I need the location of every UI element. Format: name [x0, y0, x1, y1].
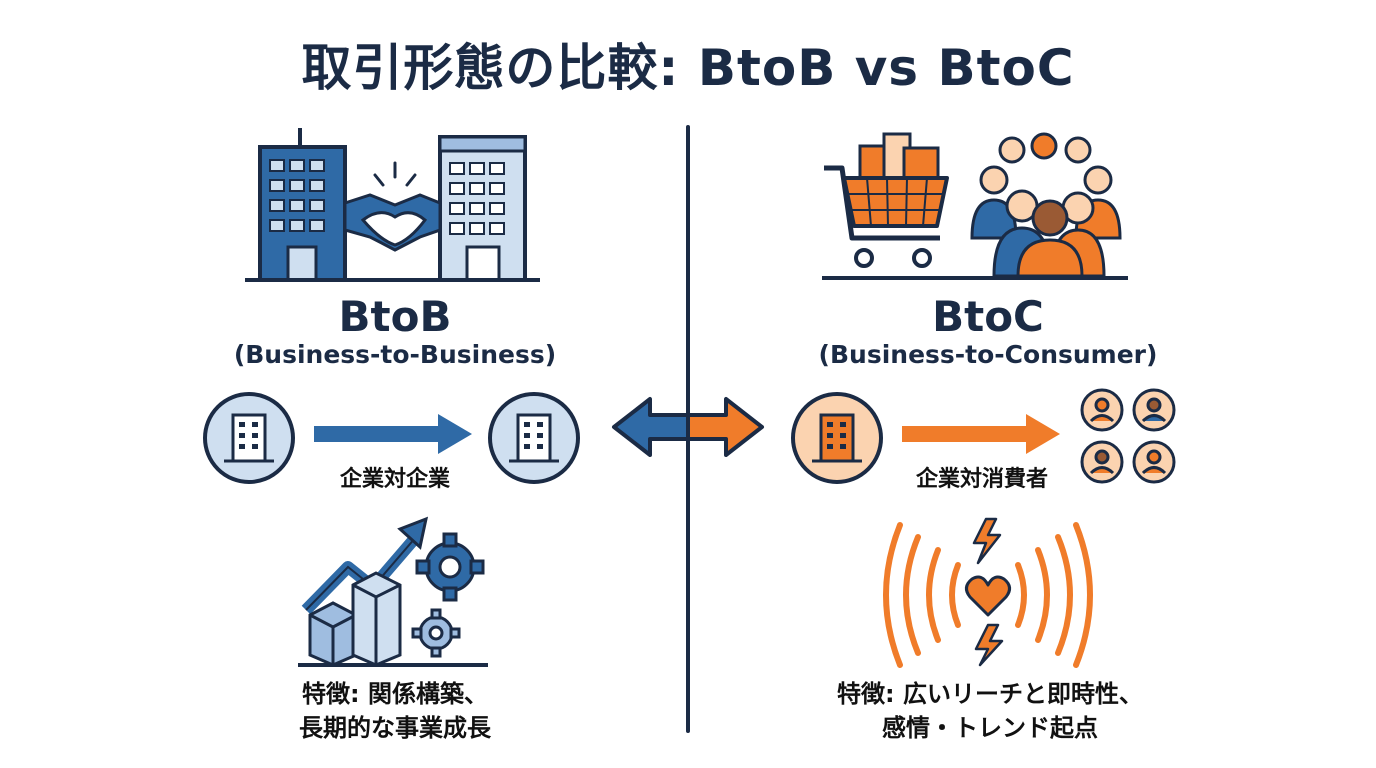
double-arrow-icon — [612, 397, 764, 457]
heart-signal-icon — [883, 517, 1093, 668]
company-circle-icon — [791, 392, 883, 484]
btoc-feature-line1: 特徴: 広いリーチと即時性、 — [837, 680, 1143, 708]
btob-feature-line2: 長期的な事業成長 — [299, 714, 491, 742]
company-circle-icon — [488, 392, 580, 484]
arrow-right-icon — [314, 414, 472, 454]
btob-heading: BtoB — [338, 292, 452, 341]
btoc-heading: BtoC — [932, 292, 1044, 341]
growth-chart-gears-icon — [298, 516, 488, 667]
arrow-right-icon — [902, 414, 1060, 454]
company-circle-icon — [203, 392, 295, 484]
shopping-cart-crowd-icon — [822, 132, 1128, 280]
buildings-handshake-icon — [245, 128, 540, 282]
btoc-flow-label: 企業対消費者 — [915, 467, 1048, 492]
btoc-feature-line2: 感情・トレンド起点 — [882, 714, 1098, 742]
btob-flow-label: 企業対企業 — [339, 467, 450, 492]
btob-feature-line1: 特徴: 関係構築、 — [302, 680, 488, 708]
btob-subheading: (Business-to-Business) — [233, 340, 557, 369]
btoc-subheading: (Business-to-Consumer) — [818, 340, 1158, 369]
page-title: 取引形態の比較: BtoB vs BtoC — [301, 39, 1075, 97]
consumers-group-icon — [1080, 388, 1176, 484]
